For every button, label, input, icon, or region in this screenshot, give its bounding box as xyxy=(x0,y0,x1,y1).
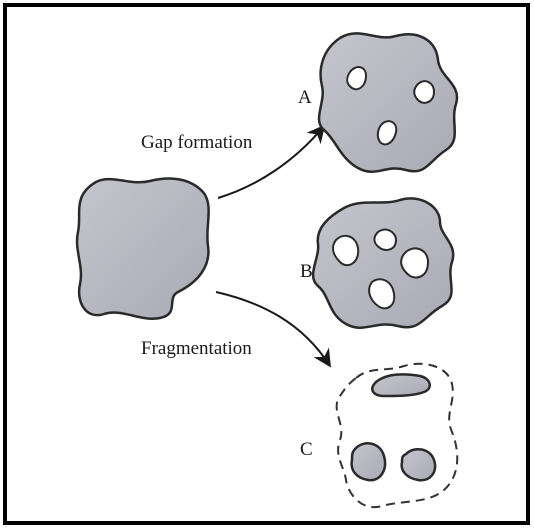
panel-a-gap xyxy=(347,67,366,89)
panel-c-fragment xyxy=(372,374,429,396)
panel-a-label: A xyxy=(298,88,312,107)
panel-c-fragment xyxy=(402,449,435,480)
panel-a-gap xyxy=(414,81,434,103)
panel-b-label: B xyxy=(300,262,313,281)
panel-c-label: C xyxy=(300,440,313,459)
panel-a-patch xyxy=(319,33,457,171)
gap-formation-label: Gap formation xyxy=(141,133,252,152)
panel-b-gap xyxy=(374,230,396,250)
original-habitat-patch xyxy=(77,179,209,319)
panel-c-fragment xyxy=(352,443,385,480)
fragmentation-label: Fragmentation xyxy=(141,339,252,358)
